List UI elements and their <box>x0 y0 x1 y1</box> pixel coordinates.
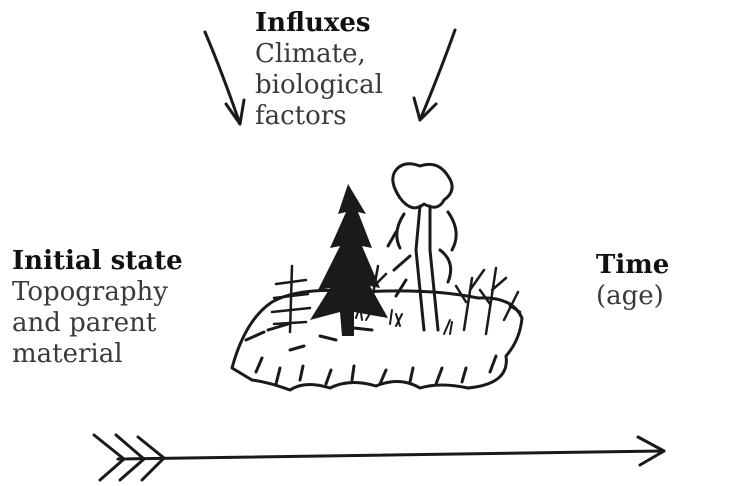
initial-state-heading: Initial state <box>12 246 183 277</box>
time-suffix: (age) <box>596 281 664 311</box>
influxes-line-3: factors <box>255 101 383 132</box>
initial-state-line-1: Topography <box>12 277 183 308</box>
conifer-tree <box>310 184 388 336</box>
influx-arrow-left <box>205 32 244 124</box>
influx-arrow-right <box>414 30 455 120</box>
initial-state-line-2: and parent <box>12 308 183 339</box>
deciduous-tree <box>388 164 456 330</box>
influxes-label: Influxes Climate, biological factors <box>255 8 383 132</box>
time-heading: Time <box>596 250 669 280</box>
influxes-line-2: biological <box>255 70 383 101</box>
influxes-heading: Influxes <box>255 8 383 39</box>
forest-illustration <box>232 164 522 390</box>
time-arrow <box>94 435 664 480</box>
initial-state-label: Initial state Topography and parent mate… <box>12 246 183 370</box>
initial-state-line-3: material <box>12 339 183 370</box>
time-label: Time (age) <box>596 250 732 312</box>
influxes-line-1: Climate, <box>255 39 383 70</box>
